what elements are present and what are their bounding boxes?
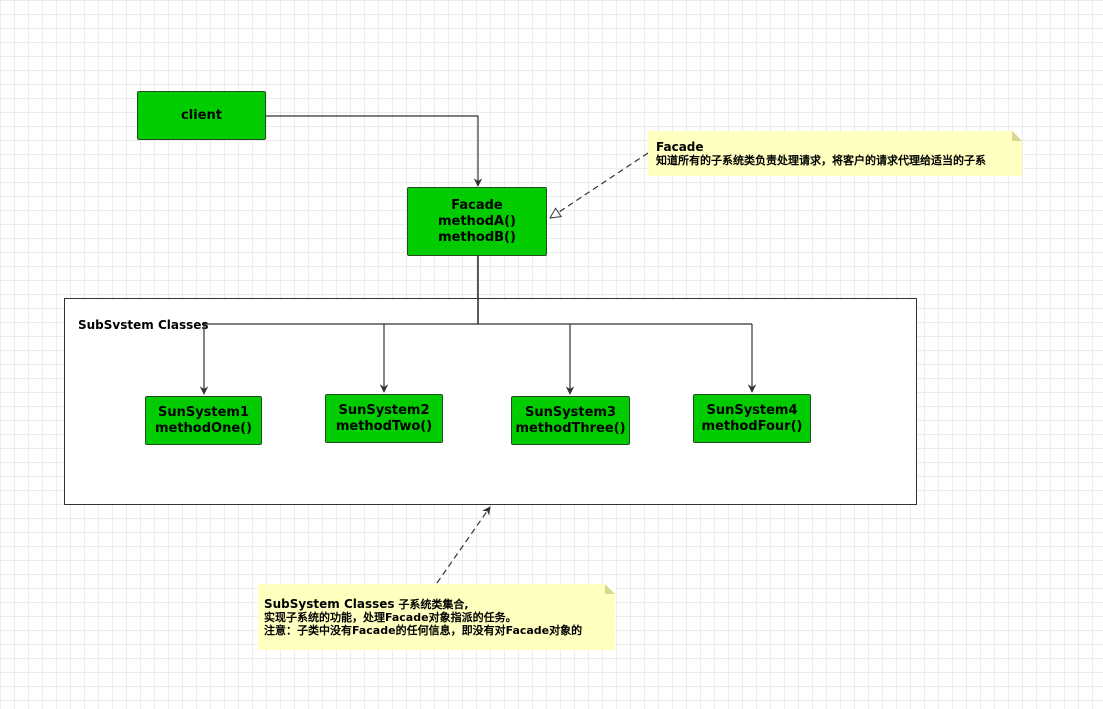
- subsystem-note-line-2: 注意：子类中没有Facade的任何信息，即没有对Facade对象的: [264, 624, 583, 637]
- subsystem-1-name: SunSystem1: [157, 404, 250, 420]
- subsystem-note-line-1: 实现子系统的功能，处理Facade对象指派的任务。: [264, 611, 517, 624]
- subsystem-2-node[interactable]: SunSystem2 methodTwo(): [325, 394, 443, 443]
- facade-note-line-1: 知道所有的子系统类负责处理请求，将客户的请求代理给适当的子系: [656, 154, 986, 167]
- facade-node[interactable]: Facade methodA() methodB(): [407, 187, 547, 256]
- subsystem-1-node[interactable]: SunSystem1 methodOne(): [145, 396, 262, 445]
- subsystem-3-method: methodThree(): [515, 420, 626, 436]
- subsystem-note-title: SubSystem Classes 子系统类集合,: [264, 597, 615, 612]
- note-fold-icon: [605, 584, 615, 594]
- subsystem-note[interactable]: SubSystem Classes 子系统类集合, 实现子系统的功能，处理Fac…: [258, 584, 615, 650]
- subsystem-3-node[interactable]: SunSystem3 methodThree(): [511, 396, 630, 445]
- facade-name: Facade: [451, 197, 503, 213]
- note-fold-icon: [1012, 131, 1022, 141]
- subsystem-1-method: methodOne(): [154, 420, 253, 436]
- facade-note[interactable]: Facade 知道所有的子系统类负责处理请求，将客户的请求代理给适当的子系: [648, 131, 1022, 176]
- subsystem-4-node[interactable]: SunSystem4 methodFour(): [693, 394, 811, 443]
- facade-method-b: methodB(): [438, 229, 516, 245]
- subsystem-container-label: SubSvstem Classes: [78, 318, 209, 332]
- subsystem-2-name: SunSystem2: [338, 402, 430, 418]
- subsystem-note-title-bold: SubSystem Classes: [264, 597, 395, 611]
- subsystem-note-edge: [436, 506, 491, 584]
- client-label: client: [181, 107, 222, 123]
- subsystem-3-name: SunSystem3: [524, 404, 617, 420]
- subsystem-4-name: SunSystem4: [706, 402, 798, 418]
- client-to-facade-edge: [266, 115, 483, 187]
- subsystem-2-method: methodTwo(): [335, 418, 433, 434]
- facade-method-a: methodA(): [437, 213, 516, 229]
- subsystem-4-method: methodFour(): [701, 418, 803, 434]
- client-node[interactable]: client: [137, 91, 266, 140]
- subsystem-note-title-rest: 子系统类集合,: [394, 598, 469, 611]
- facade-note-title: Facade: [656, 140, 704, 154]
